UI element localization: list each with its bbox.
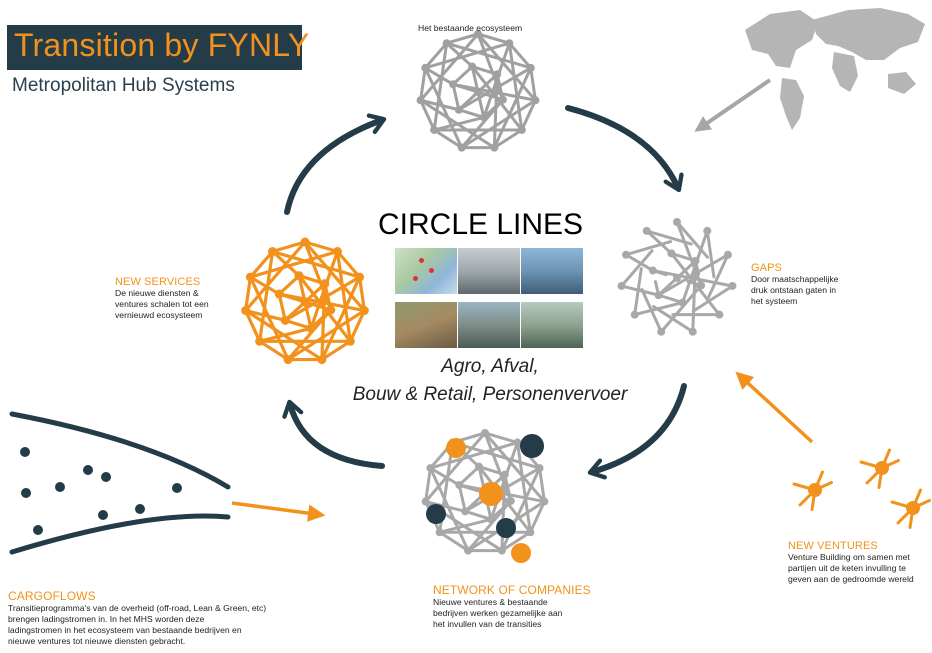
network-globe-icon [241,237,369,365]
new-services-text-1: De nieuwe diensten & [115,288,199,298]
crane-photo [521,302,583,348]
network-heading: NETWORK OF COMPANIES [433,583,591,597]
brand-title: Transition by FYNLY [14,27,310,63]
network-globe-icon [421,429,549,563]
river-barge-photo [458,302,520,348]
ship-photo [521,248,583,294]
sectors-line-1: Agro, Afval, [441,356,539,377]
network-text-1: Nieuwe ventures & bestaande [433,597,548,607]
sectors-line-2: Bouw & Retail, Personenvervoer [352,384,628,405]
network-block: NETWORK OF COMPANIES Nieuwe ventures & b… [433,583,591,630]
ventures-arrow [735,371,814,444]
gaps-block: GAPS Door maatschappelijke druk ontstaan… [751,262,838,307]
existing-ecosystem-label: Het bestaande ecosysteem [418,23,523,33]
new-ventures-text-3: geven aan de gedroomde wereld [788,574,914,584]
venture-node-icon [792,448,931,529]
network-text-3: het invullen van de transities [433,619,542,629]
cycle-arrow-top-left [284,113,387,215]
barge-photo [458,248,520,294]
new-services-heading: NEW SERVICES [115,276,201,288]
new-ventures-heading: NEW VENTURES [788,540,878,552]
brand-subtitle: Metropolitan Hub Systems [12,75,235,96]
new-ventures-text-2: partijen uit de keten invulling te [788,563,907,573]
cargoflows-text-3: ladingstromen in het ecosysteem van best… [8,625,242,635]
gaps-text-3: het systeem [751,296,798,306]
cargoflows-text-1: Transitieprogramma's van de overheid (of… [8,603,267,613]
circle-lines-title: CIRCLE LINES [378,208,584,241]
map-arrow [694,78,772,132]
cargo-funnel [9,411,231,555]
logs-photo [395,302,457,348]
cargo-dot-icon [20,447,182,535]
gaps-text-1: Door maatschappelijke [751,274,839,284]
network-text-2: bedrijven werken gezamelijke aan [433,608,563,618]
map-photo [395,248,457,294]
cargoflows-block: CARGOFLOWS Transitieprogramma's van de o… [8,589,266,647]
network-globe-icon [416,30,540,152]
cargo-arrow [231,501,326,522]
cycle-arrow-top-right [565,105,684,193]
cargoflows-text-4: nieuwe ventures tot nieuwe diensten gebr… [8,636,186,646]
new-services-block: NEW SERVICES De nieuwe diensten & ventur… [115,276,209,321]
broken-globe-icon [617,218,737,336]
cargoflows-heading: CARGOFLOWS [8,589,96,603]
cargoflows-text-2: brengen ladingstromen in. In het MHS wor… [8,614,205,624]
brand-banner [7,25,302,70]
new-services-text-2: ventures schalen tot een [115,299,209,309]
new-services-text-3: vernieuwd ecosysteem [115,310,203,320]
gaps-text-2: druk ontstaan gaten in [751,285,837,295]
cycle-arrow-bottom-right [587,383,687,480]
gaps-heading: GAPS [751,262,782,274]
world-map-icon [745,8,925,130]
cycle-arrow-bottom-left [282,399,385,469]
new-ventures-text-1: Venture Building om samen met [788,552,910,562]
sectors-text: Agro, Afval, Bouw & Retail, Personenverv… [325,353,655,409]
new-ventures-block: NEW VENTURES Venture Building om samen m… [788,540,914,585]
